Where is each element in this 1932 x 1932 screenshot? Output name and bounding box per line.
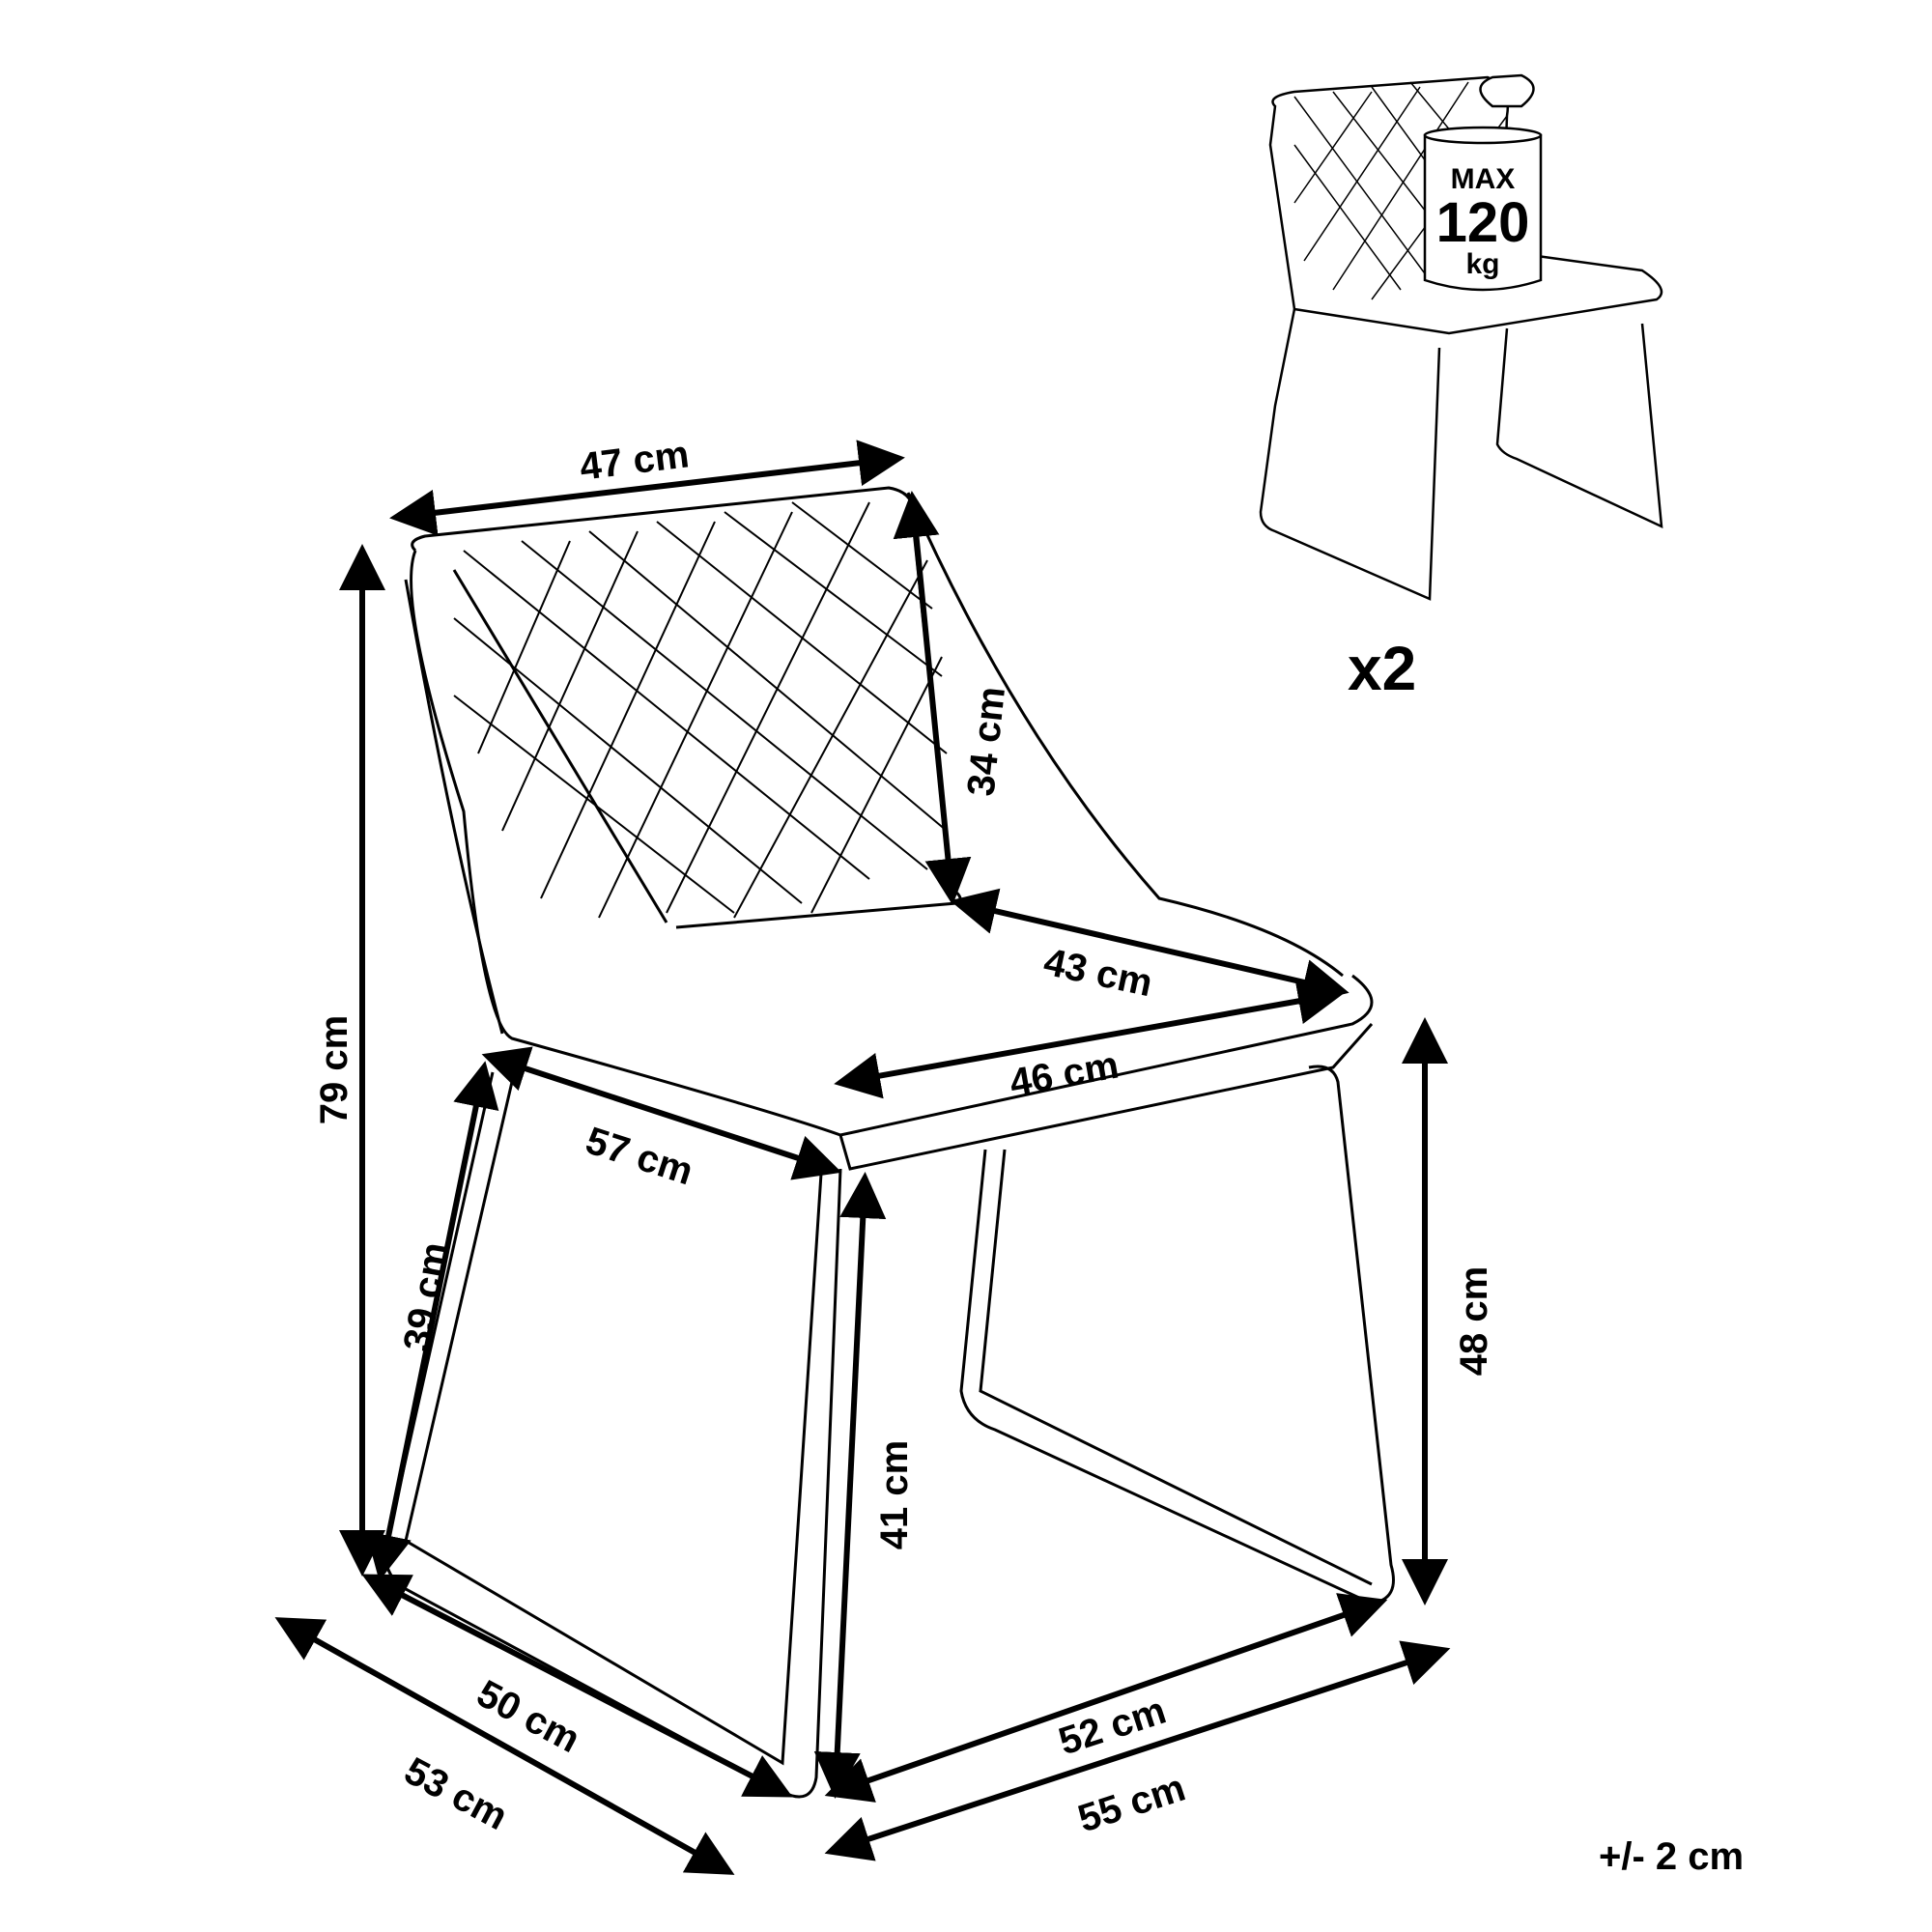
max-weight-badge: MAX 120 kg — [1423, 73, 1543, 292]
badge-max: MAX — [1451, 163, 1516, 195]
dimension-arrows — [274, 440, 1451, 1875]
badge-value: 120 — [1436, 191, 1530, 254]
total-height-label: 79 cm — [313, 1014, 356, 1125]
main-chair-outline — [384, 486, 1395, 1799]
tolerance-label: +/- 2 cm — [1599, 1835, 1745, 1878]
quantity-label: x2 — [1348, 634, 1417, 703]
badge-unit: kg — [1465, 248, 1499, 280]
side-leg-height-label: 41 cm — [873, 1439, 917, 1550]
seat-height-label: 48 cm — [1453, 1265, 1496, 1377]
small-chair-outline — [1259, 75, 1663, 601]
